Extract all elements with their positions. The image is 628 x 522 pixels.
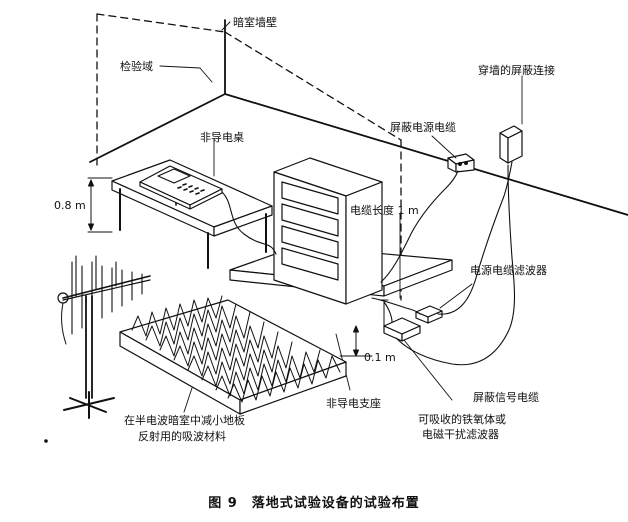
darkroom-wall-label: 暗室墙壁 <box>233 16 277 29</box>
nonconductive-support-label: 非导电支座 <box>326 397 381 410</box>
power-outlet-box <box>447 153 475 173</box>
console-device <box>139 165 223 210</box>
absorbing-material-label-line1: 在半电波暗室中减小地板 <box>124 414 245 427</box>
power-cable-filter-label: 电源电缆滤波器 <box>470 264 547 277</box>
antenna <box>57 255 151 419</box>
stray-dot <box>44 439 48 443</box>
shielded-power-cable-label: 屏蔽电源电缆 <box>390 121 456 134</box>
leader-lines <box>159 21 523 413</box>
dimension-markers <box>87 177 389 357</box>
shielded-signal-cable-label: 屏蔽信号电缆 <box>473 391 539 404</box>
through-wall-connection-label: 穿墙的屏蔽连接 <box>478 64 555 77</box>
ferrite-filter <box>383 317 421 342</box>
equipment-cabinet <box>273 157 383 305</box>
test-area-label: 检验域 <box>120 60 153 73</box>
cable-length-label: 电缆长度 1 m <box>350 204 419 217</box>
figure-caption: 图 9 落地式试验设备的试验布置 <box>208 496 420 511</box>
absorber-filter-label-line2: 电磁干扰滤波器 <box>422 428 499 441</box>
nonconductive-table-label: 非导电桌 <box>200 131 244 144</box>
through-wall-connector <box>499 125 523 164</box>
absorbing-material-label-line2: 反射用的吸波材料 <box>138 430 226 443</box>
cables <box>221 161 515 366</box>
absorber-material <box>119 295 347 415</box>
absorber-filter-label-line1: 可吸收的铁氧体或 <box>418 413 506 426</box>
table-height-label: 0.8 m <box>54 199 86 212</box>
support-height-label: 0.1 m <box>364 351 396 364</box>
